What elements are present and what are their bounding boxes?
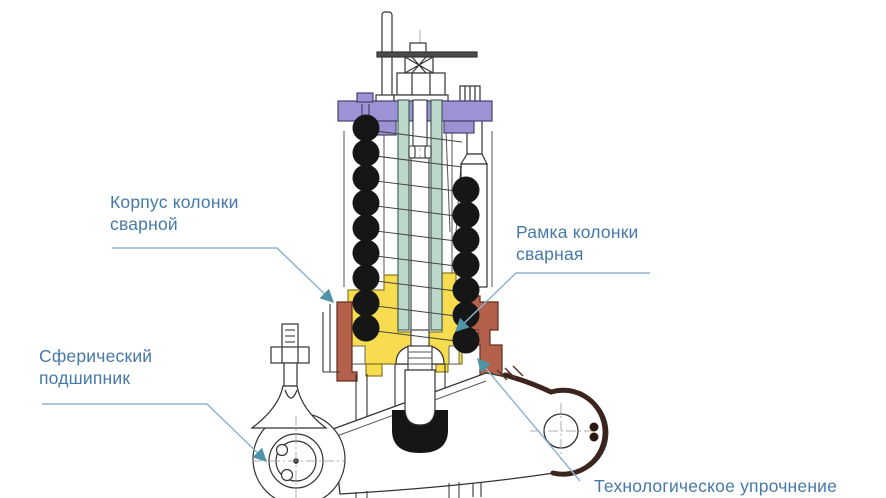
tip-fitting — [589, 422, 599, 432]
leader-ramka — [455, 272, 650, 332]
label-korpus-line2: сварной — [110, 214, 178, 234]
leader-uprochnenie — [477, 357, 581, 482]
lever-arm — [332, 372, 609, 498]
label-ramka-line1: Рамка колонки — [516, 222, 639, 242]
cross-bar — [376, 51, 478, 58]
label-podshipnik: Сферический подшипник — [39, 345, 152, 389]
label-podshipnik-line2: подшипник — [39, 368, 131, 388]
grooved-stem — [407, 345, 433, 373]
top-adjuster-assembly — [375, 11, 481, 103]
stud-nut — [270, 346, 310, 364]
leader-podshipnik — [42, 403, 267, 462]
frame-left — [336, 301, 358, 382]
clevis-and-hub — [250, 323, 346, 498]
label-korpus-line1: Корпус колонки — [110, 192, 239, 212]
bolt-thread-top — [459, 85, 481, 102]
guide-tube — [397, 99, 443, 331]
leader-korpus — [112, 247, 334, 303]
label-ramka: Рамка колонки сварная — [516, 221, 639, 265]
fork — [250, 385, 328, 429]
hex-nut — [393, 72, 449, 102]
pusher-seat — [392, 369, 448, 453]
label-uprochnenie-line1: Технологическое упрочнение — [594, 476, 838, 496]
coil-spring — [352, 114, 480, 354]
label-korpus: Корпус колонки сварной — [110, 191, 239, 235]
turnbuckle — [404, 56, 434, 74]
leader-lines — [42, 247, 650, 482]
label-podshipnik-line1: Сферический — [39, 346, 153, 366]
label-uprochnenie: Технологическое упрочнение — [594, 475, 837, 497]
hardened-edge — [496, 365, 608, 477]
spindle-rod — [407, 99, 433, 373]
label-ramka-line2: сварная — [516, 244, 584, 264]
pusher-rod-tip — [404, 369, 436, 426]
